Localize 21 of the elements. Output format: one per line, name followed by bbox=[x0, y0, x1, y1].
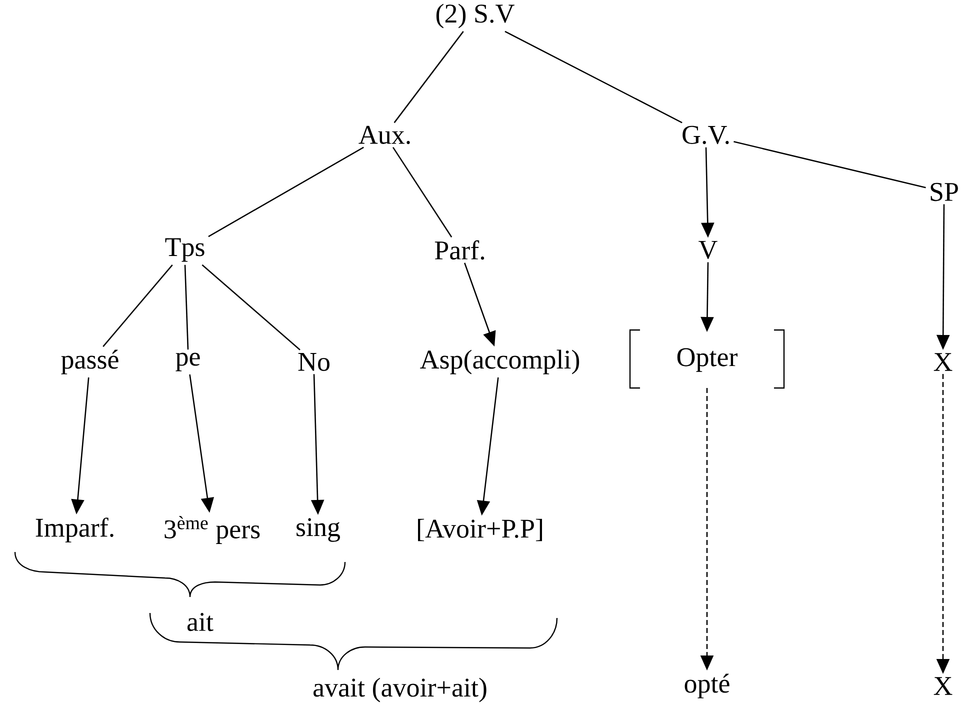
tree-label: Asp(accompli) bbox=[420, 350, 580, 374]
brace-label: ait bbox=[187, 612, 214, 632]
tree-label: G.V. bbox=[682, 126, 729, 144]
tree-label: Imparf. bbox=[36, 518, 114, 542]
tree-label: passé bbox=[61, 350, 118, 374]
tree-label: [Avoir+P.P] bbox=[418, 518, 542, 542]
tree-label: opté bbox=[684, 674, 730, 698]
tree-label: sing bbox=[296, 518, 340, 542]
tree-label: pe bbox=[176, 352, 200, 372]
tree-label: Aux. bbox=[358, 126, 410, 144]
tree-label: X bbox=[934, 353, 952, 371]
brace-label: avait (avoir+ait) bbox=[314, 678, 486, 702]
tree-label: V bbox=[698, 240, 718, 260]
tree-label: Parf. bbox=[434, 240, 484, 260]
tree-label: 3$^{ème}$ pers bbox=[164, 516, 260, 544]
tree-label: Opter bbox=[677, 348, 738, 372]
tree-label: X bbox=[934, 677, 952, 695]
tree-label: Tps bbox=[165, 238, 204, 262]
tree-label: No bbox=[298, 353, 330, 371]
tree-label: (2) S.V bbox=[436, 4, 514, 28]
tree-label: SP bbox=[930, 182, 958, 202]
